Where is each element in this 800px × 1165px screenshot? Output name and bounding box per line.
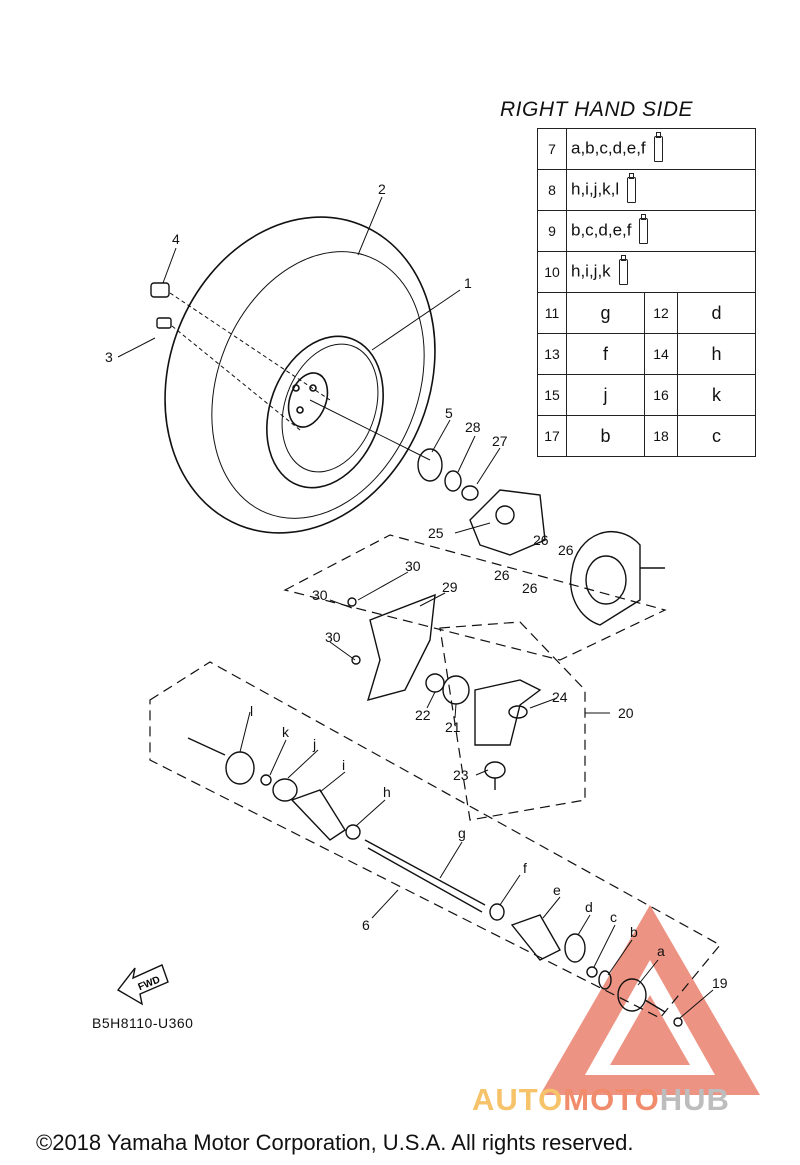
part-number: 18 xyxy=(644,415,678,457)
callout-label: c xyxy=(610,909,617,925)
part-letter: j xyxy=(565,374,646,416)
callout-label: 20 xyxy=(618,705,634,721)
grease-tube-icon xyxy=(627,173,637,203)
part-letter: c xyxy=(676,415,757,457)
callout-label: i xyxy=(342,757,345,773)
brand-part2: MOTO xyxy=(563,1082,660,1117)
callout-label: j xyxy=(312,736,316,752)
callout-label: 3 xyxy=(105,349,113,365)
part-number: 15 xyxy=(537,374,567,416)
callout-label: 22 xyxy=(415,707,431,723)
part-number: 12 xyxy=(644,292,678,334)
table-row: 11 g 12 d xyxy=(537,292,757,334)
diagram-code: B5H8110-U360 xyxy=(92,1015,194,1031)
callout-label: h xyxy=(383,784,391,800)
watermark-triangle-icon xyxy=(540,905,760,1095)
callout-label: 30 xyxy=(312,587,328,603)
callout-labels: 1 2 3 4 5 6 19 20 21 22 23 24 25 26 26 2… xyxy=(105,181,728,991)
brand-part3: HUB xyxy=(659,1082,730,1117)
kit-number: 8 xyxy=(537,169,567,211)
valve-parts xyxy=(150,282,431,461)
assembly-outlines xyxy=(149,534,721,1019)
table-row: 13 f 14 h xyxy=(537,333,757,375)
kit-parts: h,i,j,k xyxy=(566,251,756,293)
callout-label: 6 xyxy=(362,917,370,933)
kit-parts-label: h,i,j,k xyxy=(571,261,611,281)
table-row: 15 j 16 k xyxy=(537,374,757,416)
part-letter: k xyxy=(676,374,757,416)
table-row: 8 h,i,j,k,l xyxy=(537,169,756,211)
kit-parts: h,i,j,k,l xyxy=(566,169,756,211)
kit-parts: a,b,c,d,e,f xyxy=(566,128,756,170)
callout-label: b xyxy=(630,924,638,940)
grease-tube-icon xyxy=(639,214,649,244)
callout-label: 26 xyxy=(522,580,538,596)
table-title: RIGHT HAND SIDE xyxy=(500,98,694,121)
callout-label: 23 xyxy=(453,767,469,783)
copyright-notice: ©2018 Yamaha Motor Corporation, U.S.A. A… xyxy=(36,1130,634,1155)
part-number: 14 xyxy=(644,333,678,375)
kit-parts: b,c,d,e,f xyxy=(566,210,756,252)
kit-number: 7 xyxy=(537,128,567,170)
callout-label: 30 xyxy=(325,629,341,645)
callout-label: 27 xyxy=(492,433,508,449)
grease-tube-icon xyxy=(653,132,663,162)
drive-shaft xyxy=(187,737,683,1027)
callout-label: 21 xyxy=(445,719,461,735)
kit-parts-label: h,i,j,k,l xyxy=(571,179,620,199)
callout-label: 4 xyxy=(172,231,180,247)
callout-label: g xyxy=(458,825,466,841)
part-letter: g xyxy=(565,292,646,334)
callout-label: e xyxy=(553,882,561,898)
callout-label: 5 xyxy=(445,405,453,421)
callout-label: f xyxy=(523,860,527,876)
part-letter: d xyxy=(676,292,757,334)
callout-label: 26 xyxy=(494,567,510,583)
part-letter: h xyxy=(676,333,757,375)
part-letter: f xyxy=(565,333,646,375)
callout-label: 24 xyxy=(552,689,568,705)
table-row: 17 b 18 c xyxy=(537,415,757,457)
callout-label: l xyxy=(250,703,253,719)
wheel-tire xyxy=(164,216,436,534)
part-number: 11 xyxy=(537,292,567,334)
kit-parts-label: a,b,c,d,e,f xyxy=(571,138,646,158)
fwd-arrow-icon: FWD xyxy=(116,964,169,1006)
callout-label: a xyxy=(657,943,665,959)
brand-part1: AUTO xyxy=(472,1082,564,1117)
hub-components xyxy=(417,448,665,626)
knuckle-parts xyxy=(347,593,542,790)
callout-label: 26 xyxy=(533,532,549,548)
table-row: 9 b,c,d,e,f xyxy=(537,210,756,252)
part-number: 17 xyxy=(537,415,567,457)
callout-label: 26 xyxy=(558,542,574,558)
parts-kit-table: 7 a,b,c,d,e,f 8 h,i,j,k,l 9 b,c,d,e,f 10… xyxy=(537,128,757,457)
part-number: 13 xyxy=(537,333,567,375)
kit-parts-label: b,c,d,e,f xyxy=(571,220,632,240)
callout-label: 30 xyxy=(405,558,421,574)
part-number: 16 xyxy=(644,374,678,416)
callout-label: 1 xyxy=(464,275,472,291)
table-row: 10 h,i,j,k xyxy=(537,251,756,293)
callout-label: k xyxy=(282,724,290,740)
watermark-brand: AUTOMOTOHUB xyxy=(472,1082,730,1118)
leader-lines xyxy=(117,196,714,1019)
callout-label: 2 xyxy=(378,181,386,197)
kit-number: 10 xyxy=(537,251,567,293)
callout-label: 28 xyxy=(465,419,481,435)
grease-tube-icon xyxy=(618,255,628,285)
table-row: 7 a,b,c,d,e,f xyxy=(537,128,756,170)
part-letter: b xyxy=(565,415,646,457)
kit-number: 9 xyxy=(537,210,567,252)
callout-label: 19 xyxy=(712,975,728,991)
callout-label: d xyxy=(585,899,593,915)
callout-label: 29 xyxy=(442,579,458,595)
callout-label: 25 xyxy=(428,525,444,541)
